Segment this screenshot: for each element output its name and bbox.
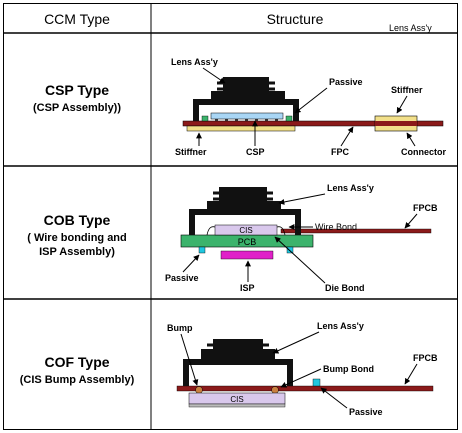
cof-fpcb xyxy=(176,385,434,392)
ccm-table: CCM Type Structure Lens Ass'y CSP Type (… xyxy=(3,3,458,430)
csp-passive-right xyxy=(285,115,293,122)
header-structure: Structure xyxy=(267,11,324,27)
cof-label-bump-bond: Bump Bond xyxy=(323,364,374,374)
cof-passive xyxy=(312,378,321,387)
csp-label-passive: Passive xyxy=(329,77,363,87)
cof-bump-right xyxy=(271,386,279,394)
csp-label-csp: CSP xyxy=(246,147,265,157)
csp-lens-housing xyxy=(193,91,299,121)
header-ccm-type: CCM Type xyxy=(44,11,110,27)
cof-bump-left xyxy=(195,386,203,394)
cof-label-fpcb: FPCB xyxy=(413,353,438,363)
cob-lens-housing xyxy=(189,201,301,235)
cob-cis xyxy=(214,224,278,236)
cob-label-lens: Lens Ass'y xyxy=(327,183,374,193)
table-grid xyxy=(3,3,458,430)
cob-passive-left xyxy=(198,246,206,254)
cob-passive-right xyxy=(286,246,294,254)
csp-lens-barrel xyxy=(223,77,269,97)
cof-lens-housing xyxy=(183,349,293,386)
cof-type-title: COF Type xyxy=(44,354,109,370)
cob-type-title: COB Type xyxy=(44,212,111,228)
cob-type-desc-1: ( Wire bonding and xyxy=(27,232,127,244)
cob-label-cis: CIS xyxy=(239,226,252,235)
csp-stiffener-left xyxy=(186,125,296,132)
cof-label-passive: Passive xyxy=(349,407,383,417)
cof-lens-barrel xyxy=(213,339,263,359)
cof-label-cis: CIS xyxy=(230,395,243,404)
csp-label-connector: Connector xyxy=(401,147,446,157)
cob-lens-barrel xyxy=(219,187,267,207)
csp-fpc xyxy=(182,120,444,127)
csp-passive-left xyxy=(201,115,209,122)
csp-diagram: Lens Ass'y Passive Stiffner Stiffner CSP… xyxy=(171,57,446,157)
cob-label-passive: Passive xyxy=(165,273,199,283)
cob-isp xyxy=(220,250,274,260)
csp-label-lens: Lens Ass'y xyxy=(171,57,218,67)
csp-type-title: CSP Type xyxy=(45,82,109,98)
csp-type-desc: (CSP Assembly)) xyxy=(33,102,121,114)
header-corner-label: Lens Ass'y xyxy=(389,23,432,33)
cob-label-pcb: PCB xyxy=(238,237,257,247)
cof-type-desc: (CIS Bump Assembly) xyxy=(20,374,135,386)
csp-chip xyxy=(210,112,284,120)
csp-label-stiffner-right: Stiffner xyxy=(391,85,423,95)
cob-diagram: PCB CIS Lens Ass'y FPCB Wire Bond Passiv… xyxy=(165,183,438,293)
cob-label-isp: ISP xyxy=(240,283,255,293)
csp-label-fpc: FPC xyxy=(331,147,350,157)
cof-label-lens: Lens Ass'y xyxy=(317,321,364,331)
cob-label-fpcb: FPCB xyxy=(413,203,438,213)
cob-label-wire-bond: Wire Bond xyxy=(315,222,357,232)
cob-fpcb xyxy=(280,228,432,234)
cob-label-die-bond: Die Bond xyxy=(325,283,365,293)
cob-type-desc-2: ISP Assembly) xyxy=(39,246,115,258)
cof-diagram: CIS Bump Lens Ass'y Bump Bond FPCB Passi… xyxy=(167,321,438,417)
cof-label-bump: Bump xyxy=(167,323,193,333)
csp-label-stiffner-left: Stiffner xyxy=(175,147,207,157)
